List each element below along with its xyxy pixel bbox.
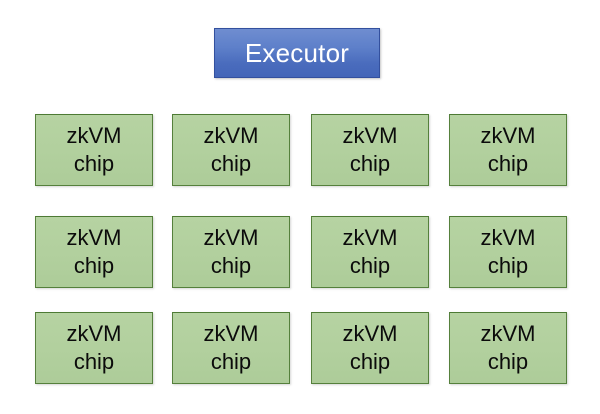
zkvm-chip-node[interactable]: zkVM chip (35, 114, 153, 186)
zkvm-chip-node[interactable]: zkVM chip (172, 114, 290, 186)
executor-node-label: Executor (244, 38, 350, 68)
zkvm-chip-label-line2: chip (349, 349, 391, 374)
zkvm-chip-node[interactable]: zkVM chip (449, 312, 567, 384)
zkvm-chip-label-line1: zkVM (480, 320, 536, 346)
zkvm-chip-label-line2: chip (210, 349, 252, 374)
zkvm-chip-label-line2: chip (349, 151, 391, 176)
zkvm-chip-label-line1: zkVM (66, 224, 122, 250)
zkvm-chip-label-line1: zkVM (203, 224, 259, 250)
zkvm-chip-label-line2: chip (73, 151, 115, 176)
zkvm-chip-label-line1: zkVM (342, 224, 398, 250)
zkvm-chip-node[interactable]: zkVM chip (311, 216, 429, 288)
zkvm-chip-label-line1: zkVM (66, 320, 122, 346)
zkvm-chip-label-line1: zkVM (66, 122, 122, 148)
zkvm-chip-node[interactable]: zkVM chip (172, 312, 290, 384)
zkvm-chip-label-line2: chip (210, 151, 252, 176)
zkvm-chip-label-line2: chip (73, 253, 115, 278)
zkvm-chip-label-line2: chip (73, 349, 115, 374)
zkvm-chip-label-line1: zkVM (342, 320, 398, 346)
zkvm-chip-label-line2: chip (487, 253, 529, 278)
zkvm-chip-node[interactable]: zkVM chip (311, 312, 429, 384)
zkvm-chip-label-line1: zkVM (203, 320, 259, 346)
zkvm-chip-node[interactable]: zkVM chip (449, 216, 567, 288)
zkvm-chip-node[interactable]: zkVM chip (449, 114, 567, 186)
zkvm-chip-label-line1: zkVM (342, 122, 398, 148)
zkvm-chip-label-line2: chip (487, 151, 529, 176)
executor-node[interactable]: Executor (214, 28, 380, 78)
zkvm-chip-node[interactable]: zkVM chip (35, 216, 153, 288)
zkvm-chip-label-line2: chip (487, 349, 529, 374)
zkvm-chip-label-line1: zkVM (480, 224, 536, 250)
zkvm-chip-node[interactable]: zkVM chip (311, 114, 429, 186)
zkvm-chip-label-line1: zkVM (480, 122, 536, 148)
zkvm-chip-label-line2: chip (210, 253, 252, 278)
zkvm-chip-node[interactable]: zkVM chip (172, 216, 290, 288)
zkvm-chip-label-line1: zkVM (203, 122, 259, 148)
zkvm-chip-node[interactable]: zkVM chip (35, 312, 153, 384)
zkvm-chip-label-line2: chip (349, 253, 391, 278)
